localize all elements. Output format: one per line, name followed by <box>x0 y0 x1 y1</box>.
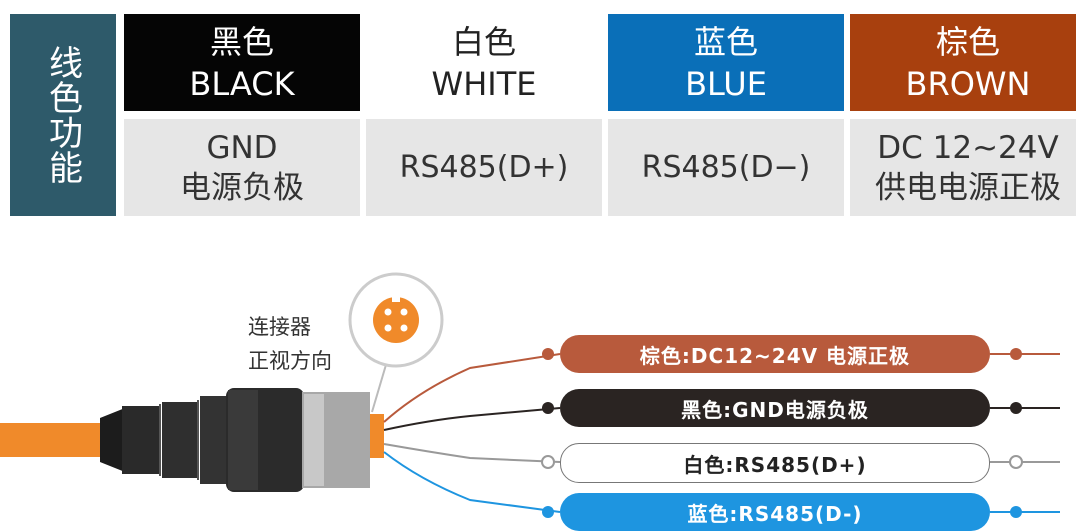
table-side-header: 线色功能 <box>10 14 116 216</box>
wire-label-black: 黑色:GND电源负极 <box>560 389 990 427</box>
blue-wire <box>383 451 561 513</box>
cable-illustration <box>0 272 1060 518</box>
strain-relief-segment <box>200 396 228 484</box>
color-cn: 蓝色 <box>693 22 758 61</box>
wire-color-table: 线色功能 黑色 BLACK 白色 WHITE 蓝色 BLUE 棕色 BROWN … <box>10 14 1076 216</box>
wire-label-white: 白色:RS485(D+) <box>560 443 990 483</box>
color-cn: 白色 <box>451 22 516 61</box>
color-cn: 黑色 <box>209 22 274 61</box>
color-en: WHITE <box>431 64 537 103</box>
function-line2: 电源负极 <box>180 169 304 206</box>
connector-tip <box>370 414 384 458</box>
connector-label: 连接器 正视方向 <box>248 310 332 378</box>
function-cell-black: GND 电源负极 <box>124 119 360 216</box>
color-cn: 棕色 <box>935 22 1000 61</box>
wire-label-blue: 蓝色:RS485(D-) <box>560 493 990 531</box>
strain-relief-tip <box>100 408 125 472</box>
header-blue: 蓝色 BLUE <box>608 14 844 111</box>
color-en: BLUE <box>685 64 767 103</box>
side-label: 线色功能 <box>42 45 83 185</box>
connector-label-line2: 正视方向 <box>248 349 332 373</box>
function-cell-white: RS485(D+) <box>366 119 602 216</box>
wiring-diagram: 连接器 正视方向 棕色:DC12~24V 电源正极 黑色:GND电源负极 白色:… <box>0 230 1076 531</box>
wire-end-dot <box>542 506 554 518</box>
wire-end-dot <box>541 455 555 469</box>
white-wire <box>383 443 561 463</box>
header-black: 黑色 BLACK <box>124 14 360 111</box>
header-white: 白色 WHITE <box>366 14 602 111</box>
wire-end-dot <box>1009 455 1023 469</box>
color-en: BLACK <box>189 64 295 103</box>
strain-relief-segment <box>162 402 198 478</box>
brown-wire <box>383 353 561 423</box>
color-en: BROWN <box>905 64 1031 103</box>
header-brown: 棕色 BROWN <box>850 14 1076 111</box>
orange-cable <box>0 423 110 457</box>
strain-relief-segment <box>122 406 160 474</box>
function-line2: 供电电源正极 <box>875 169 1061 206</box>
wire-end-dot <box>542 402 554 414</box>
function-line1: DC 12~24V <box>877 129 1059 166</box>
function-cell-brown: DC 12~24V 供电电源正极 <box>850 119 1076 216</box>
black-wire <box>383 407 561 431</box>
wire-end-dot <box>1010 348 1022 360</box>
wire-end-dot <box>1010 402 1022 414</box>
function-cell-blue: RS485(D−) <box>608 119 844 216</box>
connector-face-icon <box>373 297 419 343</box>
function-line1: RS485(D+) <box>399 149 569 185</box>
connector-label-line1: 连接器 <box>248 315 311 339</box>
wire-end-dot <box>542 348 554 360</box>
wire-label-brown: 棕色:DC12~24V 电源正极 <box>560 335 990 373</box>
wire-end-dot <box>1010 506 1022 518</box>
function-line1: RS485(D−) <box>641 149 811 185</box>
function-line1: GND <box>206 129 278 166</box>
